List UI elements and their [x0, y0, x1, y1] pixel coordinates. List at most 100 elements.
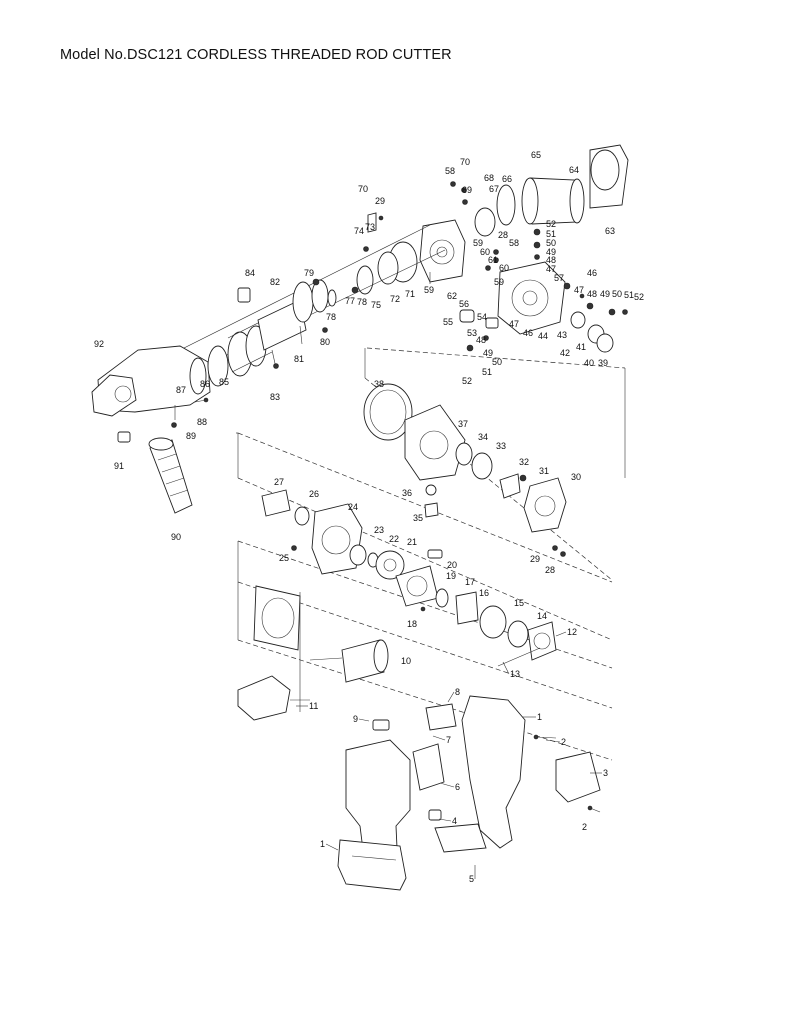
part-number-16: 16: [479, 588, 489, 598]
part-number-87: 87: [176, 385, 186, 395]
part-number-84: 84: [245, 268, 255, 278]
part-number-6: 6: [455, 782, 460, 792]
part-number-82: 82: [270, 277, 280, 287]
part-number-53: 53: [467, 328, 477, 338]
part-number-75: 75: [371, 300, 381, 310]
part-number-28: 28: [545, 565, 555, 575]
part-number-66: 66: [502, 174, 512, 184]
part-number-89: 89: [186, 431, 196, 441]
part-number-46: 46: [523, 328, 533, 338]
callout-leader: [502, 661, 510, 675]
part-number-28: 28: [498, 230, 508, 240]
part-number-83: 83: [270, 392, 280, 402]
part-number-10: 10: [401, 656, 411, 666]
part-number-26: 26: [309, 489, 319, 499]
part-number-39: 39: [598, 358, 608, 368]
part-number-64: 64: [569, 165, 579, 175]
part-number-1: 1: [537, 712, 542, 722]
part-number-34: 34: [478, 432, 488, 442]
part-number-69: 69: [462, 185, 472, 195]
callout-leader: [439, 782, 455, 788]
part-number-91: 91: [114, 461, 124, 471]
part-number-27: 27: [274, 477, 284, 487]
part-number-46: 46: [587, 268, 597, 278]
part-number-56: 56: [459, 299, 469, 309]
callout-leader: [447, 691, 455, 703]
part-number-8: 8: [455, 687, 460, 697]
part-number-49: 49: [600, 289, 610, 299]
part-number-47: 47: [546, 264, 556, 274]
part-number-54: 54: [477, 312, 487, 322]
part-number-47: 47: [574, 285, 584, 295]
part-number-60: 60: [480, 247, 490, 257]
part-number-70: 70: [358, 184, 368, 194]
part-number-70: 70: [460, 157, 470, 167]
tool-body: [337, 695, 601, 891]
part-number-50: 50: [492, 357, 502, 367]
part-number-59: 59: [473, 238, 483, 248]
part-number-48: 48: [587, 289, 597, 299]
part-number-58: 58: [509, 238, 519, 248]
part-number-51: 51: [624, 290, 634, 300]
part-number-85: 85: [219, 377, 229, 387]
part-number-33: 33: [496, 441, 506, 451]
part-number-51: 51: [482, 367, 492, 377]
part-number-86: 86: [200, 379, 210, 389]
part-number-68: 68: [484, 173, 494, 183]
part-number-4: 4: [452, 816, 457, 826]
part-number-5: 5: [469, 874, 474, 884]
part-number-90: 90: [171, 532, 181, 542]
part-number-79: 79: [304, 268, 314, 278]
part-number-52: 52: [546, 219, 556, 229]
part-number-42: 42: [560, 348, 570, 358]
part-number-17: 17: [465, 577, 475, 587]
part-number-63: 63: [605, 226, 615, 236]
page-title: Model No.DSC121 CORDLESS THREADED ROD CU…: [60, 47, 452, 63]
part-number-67: 67: [489, 184, 499, 194]
part-number-1: 1: [320, 839, 325, 849]
part-number-80: 80: [320, 337, 330, 347]
part-number-9: 9: [353, 714, 358, 724]
part-number-52: 52: [462, 376, 472, 386]
part-number-13: 13: [510, 669, 520, 679]
part-number-59: 59: [424, 285, 434, 295]
part-number-52: 52: [634, 292, 644, 302]
part-number-2: 2: [561, 737, 566, 747]
part-number-55: 55: [443, 317, 453, 327]
part-number-12: 12: [567, 627, 577, 637]
part-number-30: 30: [571, 472, 581, 482]
callout-leader: [325, 843, 339, 851]
part-number-31: 31: [539, 466, 549, 476]
part-number-78: 78: [326, 312, 336, 322]
part-number-21: 21: [407, 537, 417, 547]
part-number-77: 77: [345, 296, 355, 306]
part-number-73: 73: [365, 222, 375, 232]
part-number-49: 49: [483, 348, 493, 358]
part-number-59: 59: [494, 277, 504, 287]
part-number-18: 18: [407, 619, 417, 629]
part-number-43: 43: [557, 330, 567, 340]
part-number-49: 49: [546, 247, 556, 257]
part-number-65: 65: [531, 150, 541, 160]
part-number-40: 40: [584, 358, 594, 368]
part-number-60: 60: [499, 263, 509, 273]
part-number-29: 29: [530, 554, 540, 564]
part-number-61: 61: [488, 255, 498, 265]
part-number-50: 50: [612, 289, 622, 299]
part-number-32: 32: [519, 457, 529, 467]
part-number-88: 88: [197, 417, 207, 427]
part-number-92: 92: [94, 339, 104, 349]
part-number-25: 25: [279, 553, 289, 563]
part-number-29: 29: [375, 196, 385, 206]
side-handle: [148, 437, 193, 514]
part-number-22: 22: [389, 534, 399, 544]
part-number-41: 41: [576, 342, 586, 352]
callout-leader: [555, 631, 567, 637]
part-number-37: 37: [458, 419, 468, 429]
part-number-74: 74: [354, 226, 364, 236]
part-number-62: 62: [447, 291, 457, 301]
part-number-51: 51: [546, 229, 556, 239]
part-number-19: 19: [446, 571, 456, 581]
